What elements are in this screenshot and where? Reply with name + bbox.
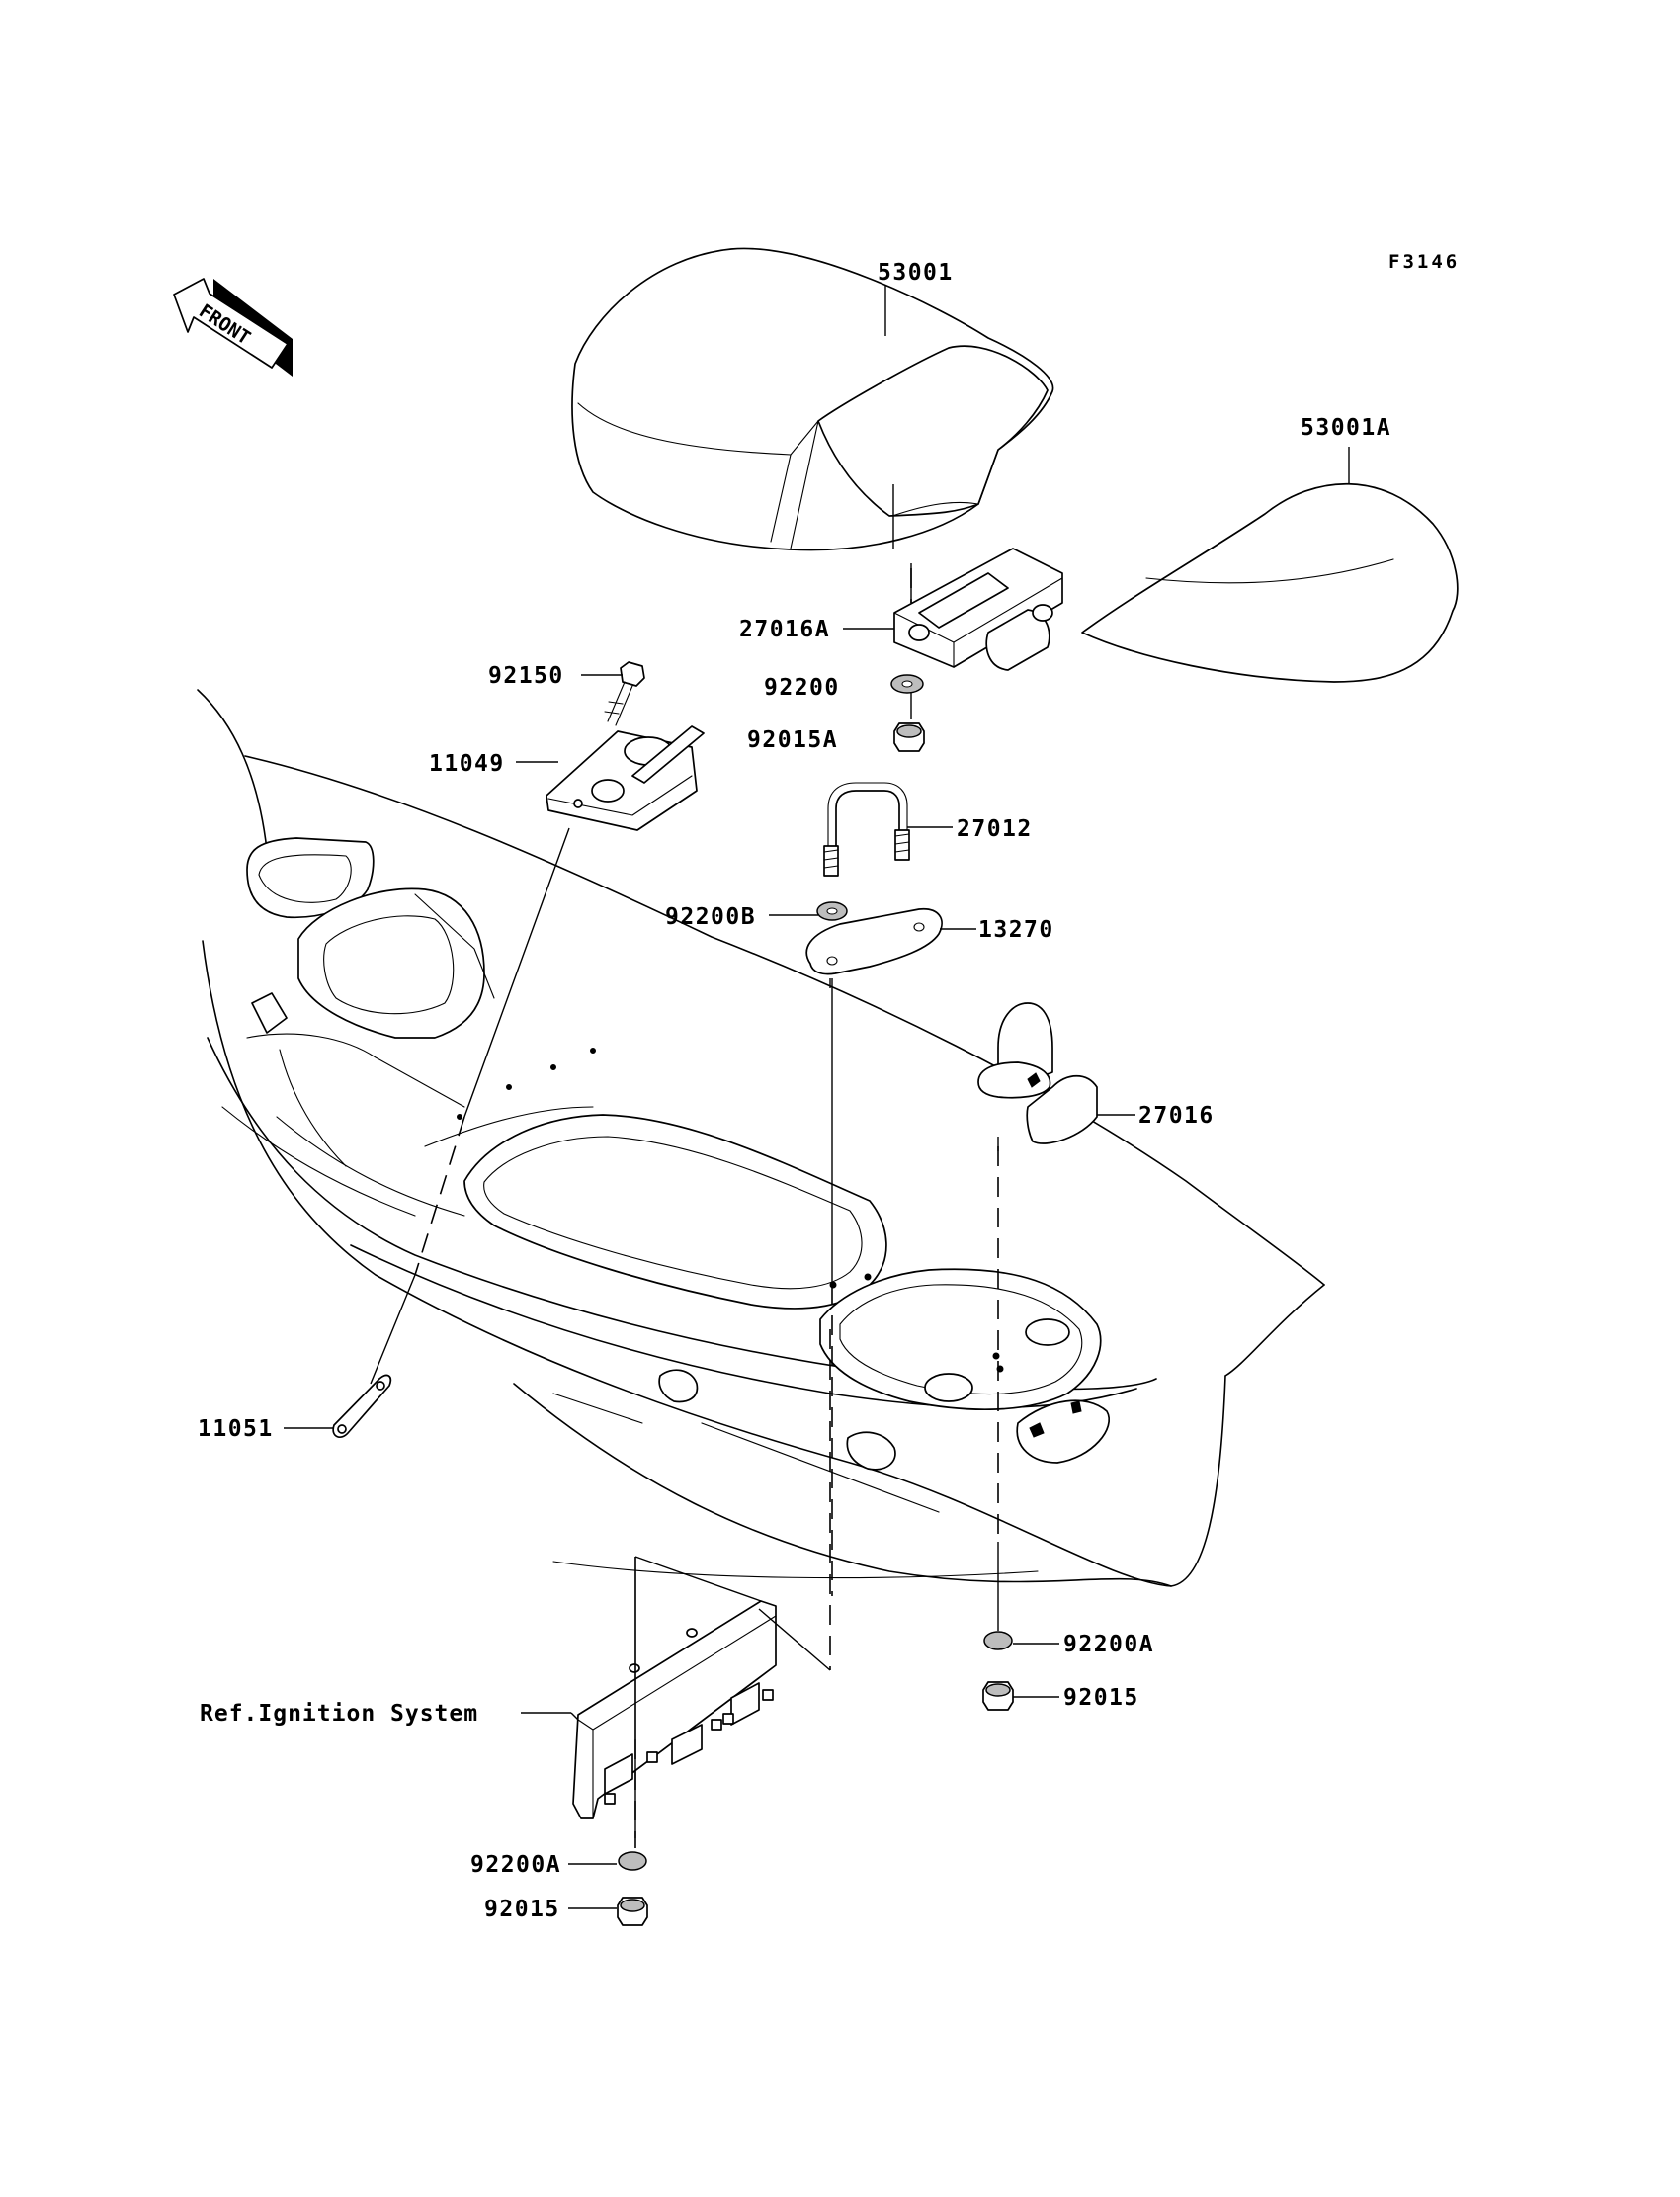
hull-body <box>197 689 1325 1587</box>
seat-53001 <box>571 247 1054 551</box>
bracket-11049 <box>546 725 705 831</box>
label-ref-ignition-system: Ref.Ignition System <box>200 1701 478 1727</box>
latch-27016 <box>977 1002 1098 1151</box>
label-92200a-left: 92200A <box>470 1852 561 1878</box>
assembly-guide-lines <box>370 568 999 1848</box>
label-92015-right: 92015 <box>1063 1685 1139 1711</box>
label-92015a: 92015A <box>747 727 838 753</box>
seat-53001a <box>1081 482 1459 683</box>
label-92150: 92150 <box>488 663 564 689</box>
label-92200a-right: 92200A <box>1063 1632 1154 1657</box>
label-13270: 13270 <box>978 917 1054 943</box>
diagram-code: F3146 <box>1388 251 1460 273</box>
label-92200b: 92200B <box>665 904 756 930</box>
front-arrow-icon: FRONT <box>173 278 293 377</box>
label-92200: 92200 <box>764 675 840 701</box>
nut-92015a <box>893 722 925 752</box>
u-bolt-27012 <box>823 782 910 877</box>
washer-92200 <box>890 674 924 694</box>
label-27016: 27016 <box>1138 1103 1215 1129</box>
strap-11051 <box>332 1374 392 1438</box>
nut-92015-right <box>982 1681 1014 1711</box>
label-53001a: 53001A <box>1301 415 1391 441</box>
ignition-bracket <box>572 1556 777 1838</box>
label-11051: 11051 <box>198 1416 274 1442</box>
washer-92200a-left <box>618 1851 647 1871</box>
washer-92200a-right <box>983 1631 1013 1650</box>
washer-92200b <box>816 901 848 921</box>
nut-92015-left <box>617 1897 648 1926</box>
label-leaders <box>284 447 1350 1909</box>
label-27012: 27012 <box>957 816 1033 842</box>
label-53001: 53001 <box>878 260 954 286</box>
hull-mounting-holes <box>457 1048 1004 1373</box>
label-11049: 11049 <box>429 751 505 777</box>
plate-13270 <box>805 908 943 975</box>
label-92015-left: 92015 <box>484 1897 560 1922</box>
label-27016a: 27016A <box>739 617 830 642</box>
bolt-92150 <box>604 661 645 726</box>
hinge-bracket-27016a <box>893 548 1063 671</box>
